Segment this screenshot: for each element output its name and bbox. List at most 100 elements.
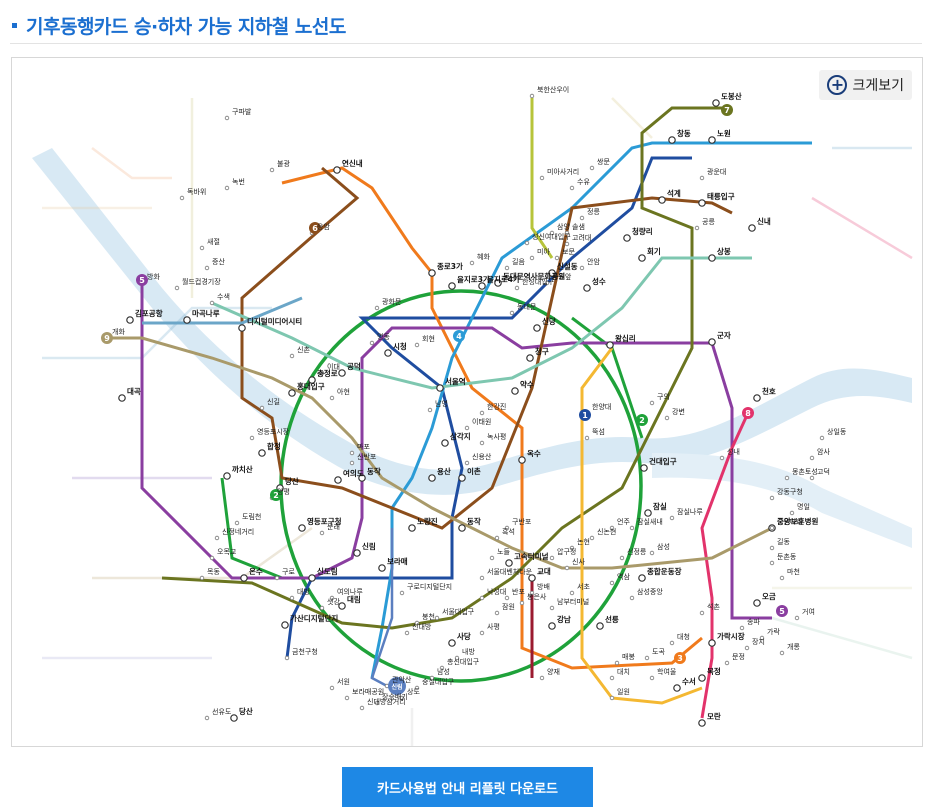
station-dot[interactable] bbox=[174, 285, 180, 291]
station-dot[interactable] bbox=[579, 215, 585, 221]
station-dot[interactable] bbox=[644, 655, 650, 661]
station-label[interactable]: 서울역 bbox=[445, 376, 466, 386]
station-dot[interactable] bbox=[629, 525, 635, 531]
station-dot[interactable] bbox=[549, 555, 555, 561]
station-dot[interactable] bbox=[526, 354, 534, 362]
station-label[interactable]: 삼성 bbox=[657, 542, 670, 551]
station-dot[interactable] bbox=[281, 621, 289, 629]
station-label[interactable]: 신림 bbox=[362, 541, 376, 551]
station-dot[interactable] bbox=[479, 595, 485, 601]
station-label[interactable]: 숭실대입구 bbox=[422, 677, 455, 686]
station-label[interactable]: 고속터미널 bbox=[514, 551, 549, 561]
station-dot[interactable] bbox=[769, 525, 775, 531]
station-dot[interactable] bbox=[699, 175, 705, 181]
station-label[interactable]: 쌍문 bbox=[597, 157, 610, 166]
station-label[interactable]: 노들 bbox=[497, 548, 510, 556]
station-label[interactable]: 서원 bbox=[337, 677, 350, 686]
station-label[interactable]: 영등포시장 bbox=[257, 427, 290, 436]
station-label[interactable]: 대림 bbox=[347, 594, 361, 604]
station-dot[interactable] bbox=[708, 639, 716, 647]
station-label[interactable]: 공릉 bbox=[702, 218, 715, 226]
station-dot[interactable] bbox=[378, 564, 386, 572]
station-dot[interactable] bbox=[589, 535, 595, 541]
station-label[interactable]: 가산디지털단지 bbox=[290, 613, 338, 623]
station-label[interactable]: 안암 bbox=[587, 257, 600, 266]
station-label[interactable]: 개롱 bbox=[787, 642, 800, 651]
station-dot[interactable] bbox=[384, 349, 392, 357]
station-dot[interactable] bbox=[479, 575, 485, 581]
station-dot[interactable] bbox=[224, 185, 230, 191]
station-label[interactable]: 당산 bbox=[285, 476, 299, 486]
station-dot[interactable] bbox=[333, 166, 341, 174]
station-label[interactable]: 동대문 bbox=[517, 303, 537, 311]
station-label[interactable]: 남성 bbox=[437, 667, 450, 676]
station-dot[interactable] bbox=[319, 530, 325, 536]
station-dot[interactable] bbox=[464, 460, 470, 466]
station-label[interactable]: 신도림 bbox=[317, 566, 338, 576]
station-label[interactable]: 압구정 bbox=[557, 547, 576, 556]
station-label[interactable]: 대곡 bbox=[127, 386, 141, 396]
station-dot[interactable] bbox=[439, 665, 445, 671]
station-dot[interactable] bbox=[427, 407, 433, 413]
station-dot[interactable] bbox=[511, 387, 519, 395]
station-dot[interactable] bbox=[414, 342, 420, 348]
station-dot[interactable] bbox=[529, 93, 535, 99]
station-label[interactable]: 뚝섬 bbox=[592, 427, 605, 436]
station-label[interactable]: 약수 bbox=[520, 379, 534, 389]
station-label[interactable]: 서울대입구 bbox=[442, 607, 475, 616]
station-label[interactable]: 디지털미디어시티 bbox=[247, 316, 302, 326]
station-label[interactable]: 태릉입구 bbox=[707, 191, 735, 201]
station-label[interactable]: 역삼 bbox=[617, 572, 630, 581]
station-dot[interactable] bbox=[308, 376, 316, 384]
station-dot[interactable] bbox=[668, 136, 676, 144]
station-dot[interactable] bbox=[504, 595, 510, 601]
station-dot[interactable] bbox=[596, 622, 604, 630]
station-dot[interactable] bbox=[504, 265, 510, 271]
station-dot[interactable] bbox=[448, 282, 456, 290]
station-dot[interactable] bbox=[539, 675, 545, 681]
station-dot[interactable] bbox=[623, 234, 631, 242]
station-dot[interactable] bbox=[539, 175, 545, 181]
station-dot[interactable] bbox=[269, 167, 275, 173]
station-label[interactable]: 석촌 bbox=[707, 602, 720, 611]
station-dot[interactable] bbox=[329, 595, 335, 601]
station-label[interactable]: 을지로3가 bbox=[457, 274, 490, 284]
station-dot[interactable] bbox=[358, 474, 366, 482]
station-dot[interactable] bbox=[504, 525, 510, 531]
station-dot[interactable] bbox=[579, 265, 585, 271]
station-dot[interactable] bbox=[199, 245, 205, 251]
station-label[interactable]: 문정 bbox=[732, 652, 745, 661]
station-label[interactable]: 길음 bbox=[512, 258, 525, 266]
station-dot[interactable] bbox=[374, 700, 380, 706]
station-dot[interactable] bbox=[319, 370, 325, 376]
station-label[interactable]: 김포공항 bbox=[135, 308, 163, 318]
station-label[interactable]: 둔촌동 bbox=[777, 552, 797, 561]
station-dot[interactable] bbox=[638, 574, 646, 582]
station-label[interactable]: 새절 bbox=[207, 237, 220, 246]
station-label[interactable]: 창동 bbox=[677, 128, 691, 138]
station-label[interactable]: 일원 bbox=[617, 687, 630, 696]
station-label[interactable]: 보라매 bbox=[387, 556, 408, 566]
station-dot[interactable] bbox=[708, 338, 716, 346]
station-label[interactable]: 구의 bbox=[657, 392, 670, 401]
station-dot[interactable] bbox=[514, 285, 520, 291]
station-dot[interactable] bbox=[199, 575, 205, 581]
station-label[interactable]: 광화문 bbox=[382, 298, 402, 306]
station-label[interactable]: 모란 bbox=[707, 711, 721, 721]
station-dot[interactable] bbox=[374, 305, 380, 311]
station-label[interactable]: 정릉 bbox=[587, 207, 600, 216]
station-dot[interactable] bbox=[329, 685, 335, 691]
station-label[interactable]: 동작 bbox=[367, 466, 381, 476]
station-dot[interactable] bbox=[209, 555, 215, 561]
station-dot[interactable] bbox=[819, 435, 825, 441]
station-label[interactable]: 굽은다리 bbox=[777, 517, 803, 526]
station-dot[interactable] bbox=[769, 560, 775, 566]
station-label[interactable]: 미아 bbox=[537, 247, 550, 256]
station-label[interactable]: 언주 bbox=[617, 517, 630, 526]
station-dot[interactable] bbox=[708, 254, 716, 262]
station-label[interactable]: 독바위 bbox=[187, 187, 206, 196]
station-dot[interactable] bbox=[699, 610, 705, 616]
station-label[interactable]: 논현 bbox=[577, 538, 590, 546]
station-dot[interactable] bbox=[609, 525, 615, 531]
